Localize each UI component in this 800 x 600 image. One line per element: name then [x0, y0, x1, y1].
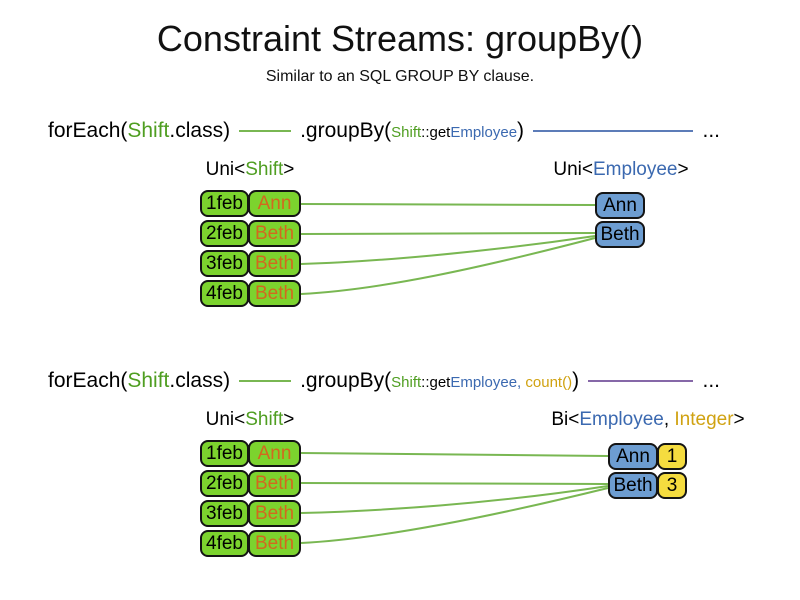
result-type-label-2: Bi<Employee, Integer>	[551, 409, 744, 431]
shift-row: 1feb Ann	[200, 190, 301, 217]
shift-row: 4feb Beth	[200, 530, 301, 557]
shift-row: 3feb Beth	[200, 250, 301, 277]
code-text: .class)	[169, 369, 231, 392]
stream-segment-green	[239, 130, 292, 132]
label-text: >	[677, 159, 689, 180]
label-text: ,	[663, 409, 675, 430]
connector-line	[300, 487, 609, 544]
label-text: Bi<	[551, 409, 580, 430]
code-arg-shift: Shift	[391, 124, 422, 141]
group-row: Ann 1	[608, 443, 687, 470]
group-count-cell: 1	[657, 443, 687, 470]
shift-employee-cell: Ann	[248, 440, 301, 467]
label-shift: Shift	[245, 409, 284, 430]
group-employee-cell: Beth	[608, 472, 658, 499]
group-result-1: Ann Beth	[595, 192, 645, 250]
group-employee-cell: Beth	[595, 221, 645, 248]
stream-segment-purple	[588, 380, 694, 382]
page-subtitle: Similar to an SQL GROUP BY clause.	[265, 68, 535, 85]
group-row: Beth	[595, 221, 645, 248]
connector-line	[300, 485, 609, 514]
source-type-label-2: Uni<Shift>	[206, 409, 295, 431]
label-text: >	[283, 159, 295, 180]
label-employee: Employee	[579, 409, 664, 430]
code-arg-getter: ::get	[421, 124, 451, 141]
code-arg-shift: Shift	[391, 374, 422, 391]
connector-line	[300, 452, 609, 457]
shift-employee-cell: Ann	[248, 190, 301, 217]
code-text: .groupBy(	[300, 369, 392, 392]
group-count-cell: 3	[657, 472, 687, 499]
code-text: forEach(	[48, 369, 128, 392]
code-arg-employee: Employee,	[450, 374, 522, 391]
group-row: Beth 3	[608, 472, 687, 499]
stream-segment-blue	[533, 130, 694, 132]
label-text: Uni<	[553, 159, 593, 180]
code-ellipsis: ...	[702, 369, 720, 392]
code-text: .groupBy(	[300, 119, 392, 142]
shift-employee-cell: Beth	[248, 470, 301, 497]
code-text: )	[517, 119, 525, 142]
shift-row: 1feb Ann	[200, 440, 301, 467]
shift-row: 3feb Beth	[200, 500, 301, 527]
shift-employee-cell: Beth	[248, 280, 301, 307]
group-employee-cell: Ann	[595, 192, 645, 219]
stream-segment-green	[239, 380, 292, 382]
label-shift: Shift	[245, 159, 284, 180]
code-line-groupby-1: forEach(Shift.class) .groupBy(Shift::get…	[48, 119, 720, 143]
shift-date-cell: 1feb	[200, 190, 249, 217]
group-employee-cell: Ann	[608, 443, 658, 470]
code-line-groupby-2: forEach(Shift.class) .groupBy(Shift::get…	[48, 369, 720, 393]
label-text: >	[283, 409, 295, 430]
shift-date-cell: 4feb	[200, 530, 249, 557]
shift-table-1: 1feb Ann 2feb Beth 3feb Beth 4feb Beth	[200, 190, 301, 310]
shift-date-cell: 2feb	[200, 470, 249, 497]
shift-row: 4feb Beth	[200, 280, 301, 307]
connector-line	[300, 235, 596, 265]
code-ellipsis: ...	[702, 119, 720, 142]
connector-line	[300, 203, 596, 206]
page-title: Constraint Streams: groupBy()	[156, 18, 644, 59]
label-integer: Integer	[674, 409, 734, 430]
code-shift-type: Shift	[127, 119, 170, 142]
code-arg-count: count()	[521, 374, 573, 391]
connector-line	[300, 237, 596, 295]
code-arg-employee: Employee	[450, 124, 518, 141]
shift-date-cell: 1feb	[200, 440, 249, 467]
code-shift-type: Shift	[127, 369, 170, 392]
shift-date-cell: 4feb	[200, 280, 249, 307]
shift-employee-cell: Beth	[248, 220, 301, 247]
label-text: Uni<	[205, 159, 246, 180]
shift-date-cell: 3feb	[200, 500, 249, 527]
label-text: Uni<	[205, 409, 246, 430]
code-foreach-1: forEach(Shift.class)	[48, 119, 230, 143]
shift-row: 2feb Beth	[200, 220, 301, 247]
shift-employee-cell: Beth	[248, 250, 301, 277]
shift-employee-cell: Beth	[248, 530, 301, 557]
shift-row: 2feb Beth	[200, 470, 301, 497]
code-text: )	[572, 369, 580, 392]
connector-line	[300, 232, 596, 235]
shift-employee-cell: Beth	[248, 500, 301, 527]
label-employee: Employee	[593, 159, 678, 180]
result-type-label-1: Uni<Employee>	[553, 159, 688, 181]
group-row: Ann	[595, 192, 645, 219]
code-groupby-2: .groupBy(Shift::getEmployee, count())	[300, 369, 579, 393]
code-foreach-2: forEach(Shift.class)	[48, 369, 230, 393]
code-arg-getter: ::get	[421, 374, 451, 391]
shift-table-2: 1feb Ann 2feb Beth 3feb Beth 4feb Beth	[200, 440, 301, 560]
code-groupby-1: .groupBy(Shift::getEmployee)	[300, 119, 524, 143]
code-text: .class)	[169, 119, 231, 142]
label-text: >	[733, 409, 745, 430]
code-text: forEach(	[48, 119, 128, 142]
shift-date-cell: 3feb	[200, 250, 249, 277]
connector-line	[300, 482, 609, 485]
source-type-label-1: Uni<Shift>	[206, 159, 295, 181]
group-result-2: Ann 1 Beth 3	[608, 443, 687, 501]
shift-date-cell: 2feb	[200, 220, 249, 247]
